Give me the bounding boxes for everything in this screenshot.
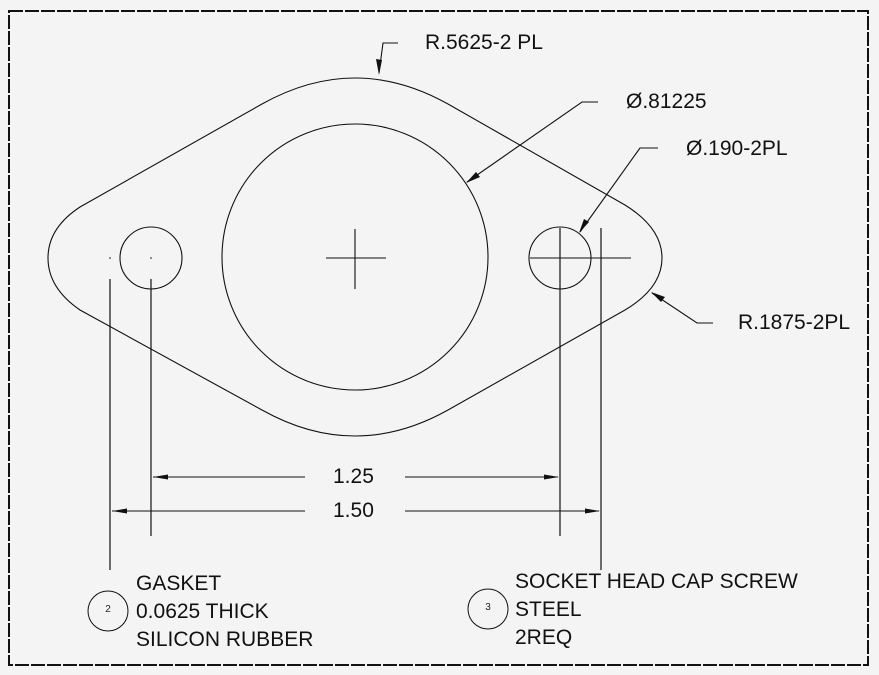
- part-2-line-1: GASKET: [136, 572, 222, 595]
- part-2-line-2: 0.0625 THICK: [136, 600, 269, 623]
- part-3-line-2: STEEL: [515, 598, 582, 621]
- part-2-line-3: SILICON RUBBER: [136, 628, 314, 651]
- arrow-icon: [579, 219, 589, 233]
- leader-lobe-radius: [651, 292, 713, 324]
- arrow-icon: [376, 59, 382, 75]
- arrow-icon: [585, 508, 600, 514]
- bore-circle: [221, 123, 489, 391]
- gasket-outline: [47, 77, 663, 437]
- annotation-hole-diameter: Ø.190-2PL: [686, 137, 788, 160]
- annotation-lobe-radius: R.1875-2PL: [738, 311, 851, 334]
- leader-bore-diameter: [466, 101, 598, 183]
- left-hole-center: [150, 257, 152, 259]
- balloon-3-circle: [467, 588, 509, 630]
- left-lobe-center: [109, 257, 111, 259]
- part-3-line-1: SOCKET HEAD CAP SCREW: [515, 570, 798, 593]
- annotation-outer-radius: R.5625-2 PL: [425, 31, 543, 54]
- balloon-2-number: 2: [105, 604, 111, 615]
- arrow-icon: [651, 292, 665, 302]
- dimension-outer-spacing: 1.50: [333, 499, 374, 522]
- arrow-icon: [153, 474, 168, 480]
- arrow-icon: [466, 172, 480, 183]
- annotation-bore-diameter: Ø.81225: [626, 90, 707, 113]
- balloon-2-circle: [87, 590, 129, 632]
- leader-hole-diameter: [579, 147, 658, 233]
- balloon-3-number: 3: [485, 602, 491, 613]
- dimension-inner-spacing: 1.25: [333, 465, 374, 488]
- leader-outer-radius: [378, 42, 398, 74]
- arrow-icon: [112, 508, 127, 514]
- part-3-line-3: 2REQ: [515, 626, 573, 649]
- drawing-border: [8, 10, 869, 666]
- arrow-icon: [544, 474, 559, 480]
